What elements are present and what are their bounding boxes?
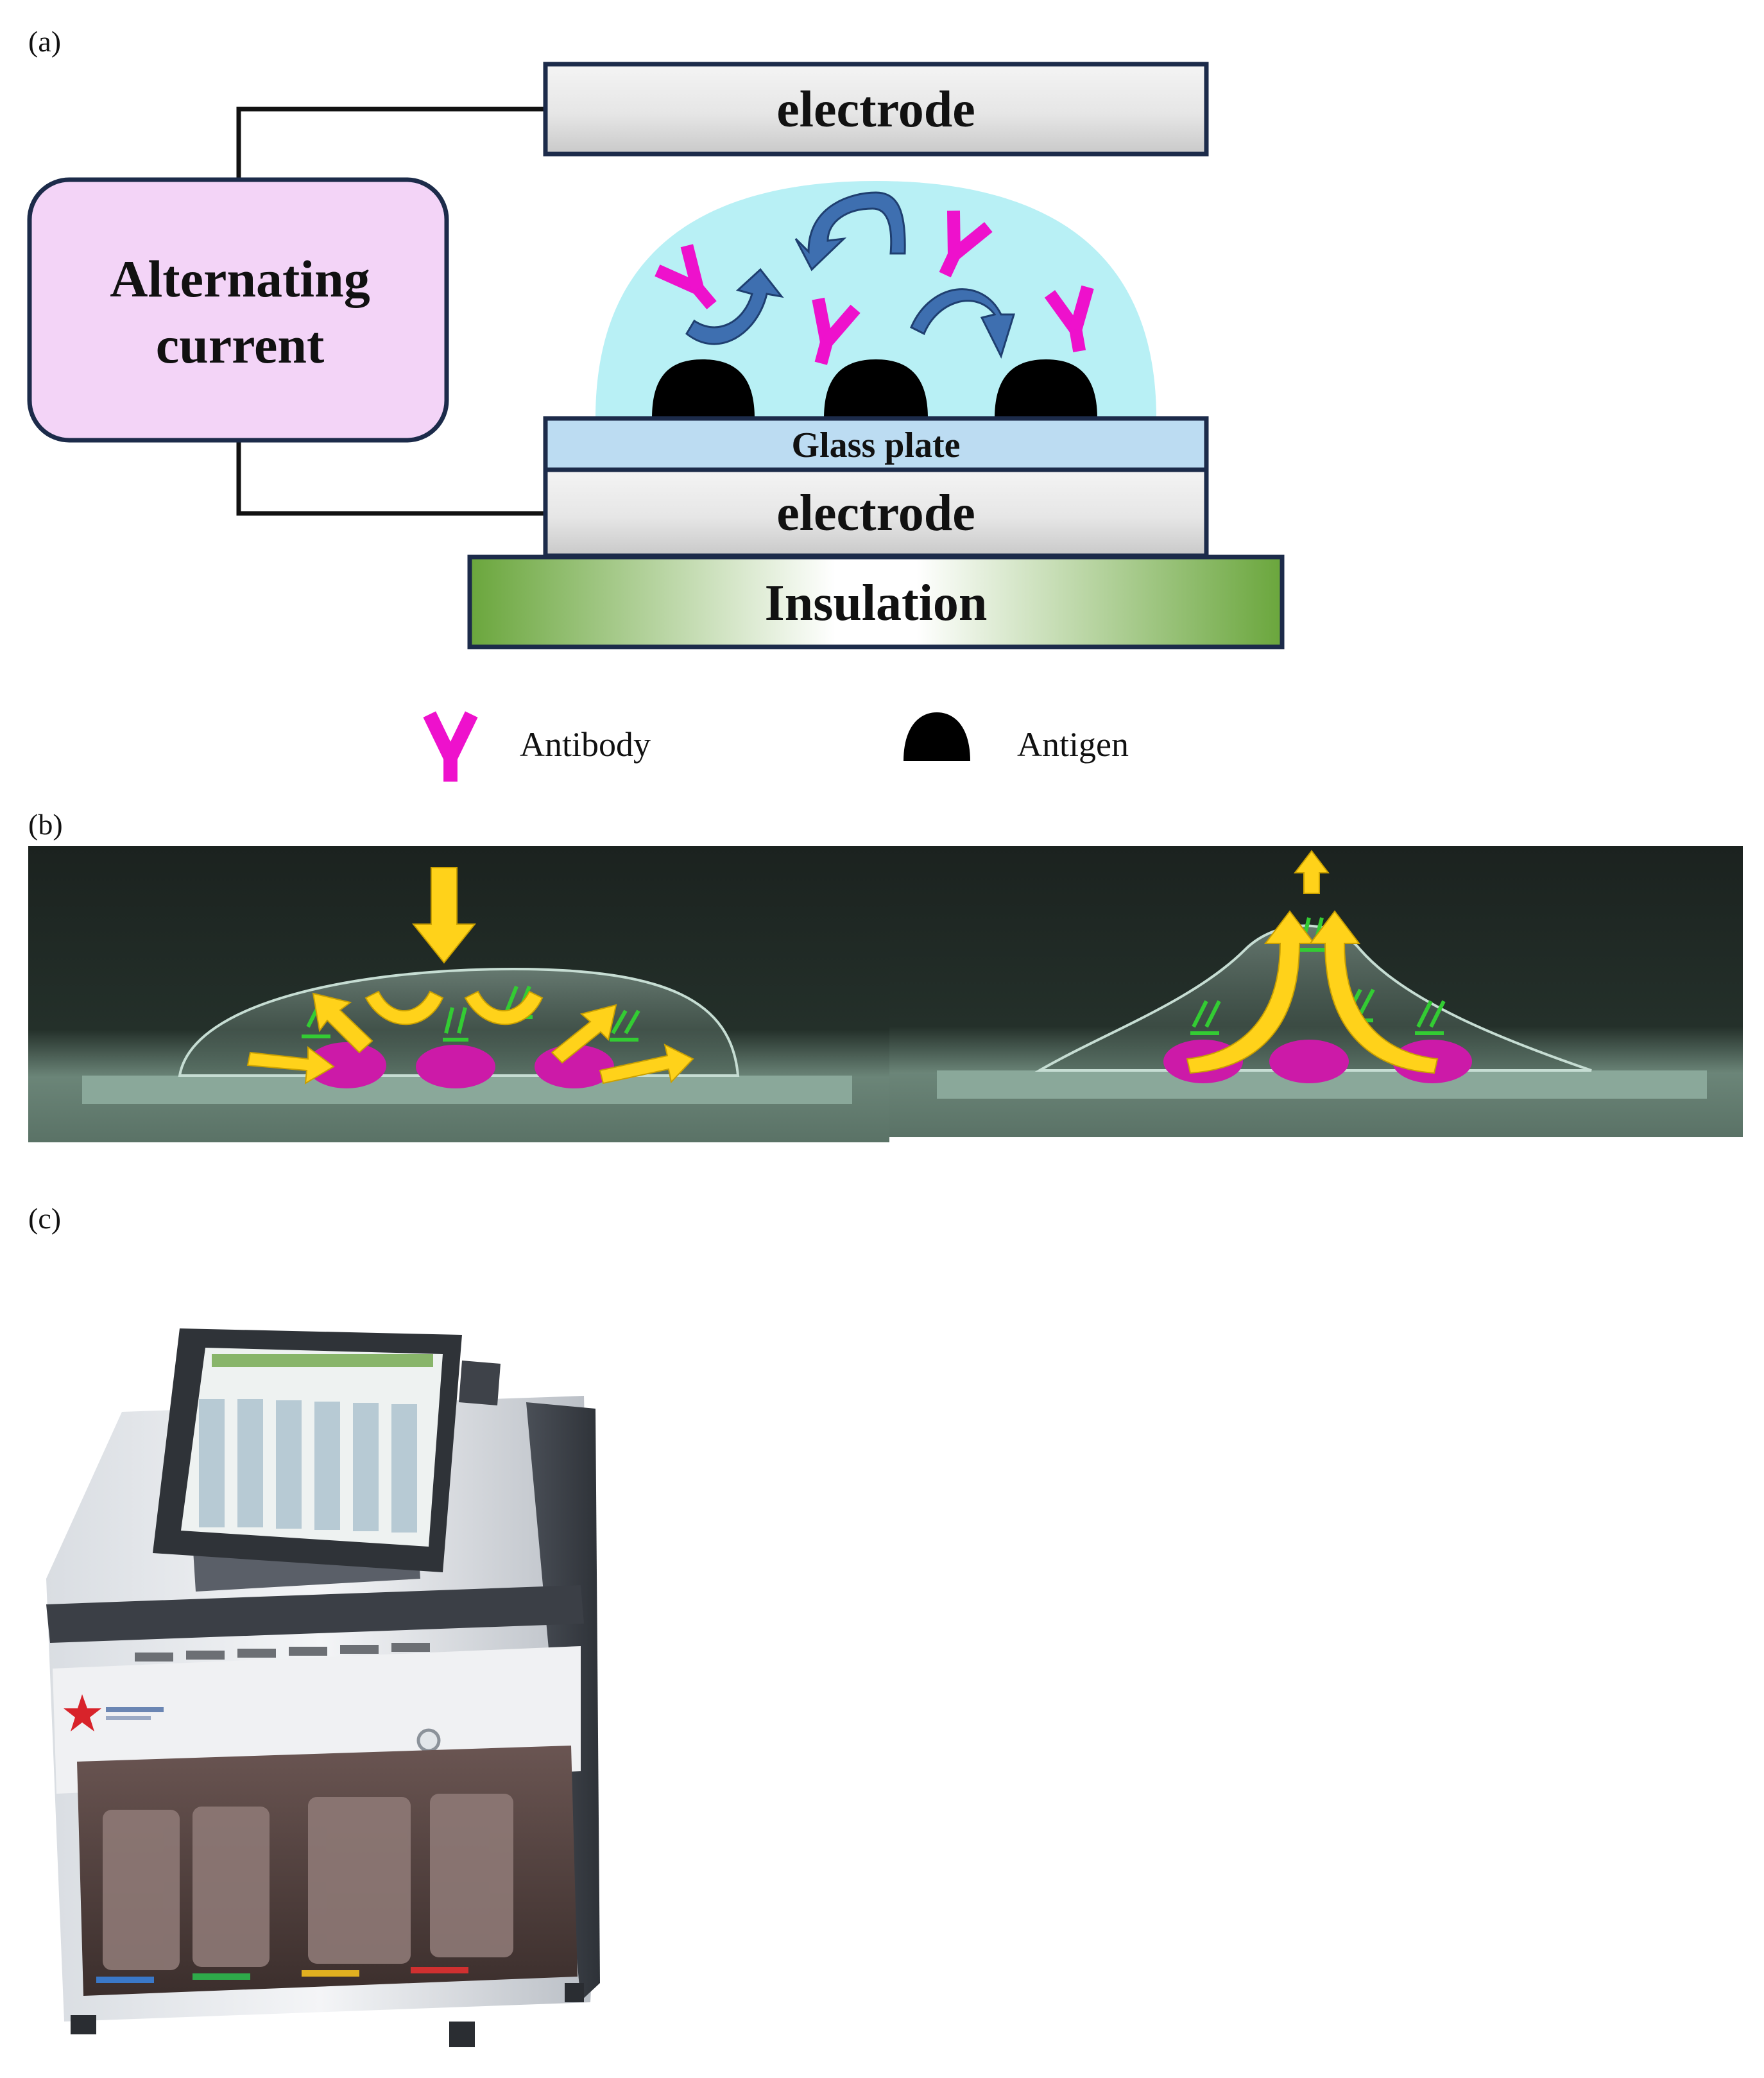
insulation-label: Insulation xyxy=(765,575,988,631)
flow-arrow-right xyxy=(910,288,1016,359)
panel-b xyxy=(28,846,1743,1142)
photo-flattened-droplet xyxy=(28,846,889,1142)
panel-b-label: (b) xyxy=(28,808,63,841)
instrument-photo xyxy=(46,1328,600,2047)
panel-a: Alternating current electrode Glass plat… xyxy=(27,62,1285,782)
glass-plate-label: Glass plate xyxy=(792,425,961,465)
alternating-current-line1: Alternating xyxy=(110,250,370,308)
droplet xyxy=(595,181,1156,418)
down-arrow xyxy=(411,867,477,964)
alternating-current-line2: current xyxy=(156,316,325,374)
glass-plate xyxy=(543,416,1209,472)
legend-antigen-label: Antigen xyxy=(1017,725,1129,764)
bottom-wire xyxy=(236,442,545,516)
antigen-2 xyxy=(824,359,928,418)
legend-antibody-label: Antibody xyxy=(520,725,651,764)
flow-arrows xyxy=(685,191,1016,359)
bottom-electrode xyxy=(543,467,1209,558)
bottom-electrode-label: electrode xyxy=(776,485,975,542)
alternating-current-box xyxy=(27,177,449,443)
panel-a-label: (a) xyxy=(28,25,62,58)
photo-raised-droplet xyxy=(889,846,1743,1137)
legend-antibody-icon xyxy=(429,714,471,782)
flow-arrow-left xyxy=(685,268,784,345)
top-wire xyxy=(236,107,545,178)
legend-antigen-icon xyxy=(903,712,970,761)
flow-arrow-top xyxy=(794,191,906,271)
up-arrow xyxy=(1293,850,1330,894)
antigen-3 xyxy=(995,359,1097,418)
top-electrode-label: electrode xyxy=(776,82,975,138)
top-electrode xyxy=(543,62,1209,157)
antigen-1 xyxy=(652,359,755,418)
insulation-layer xyxy=(467,554,1285,649)
panel-c xyxy=(46,1328,600,2047)
panel-c-label: (c) xyxy=(28,1202,62,1235)
